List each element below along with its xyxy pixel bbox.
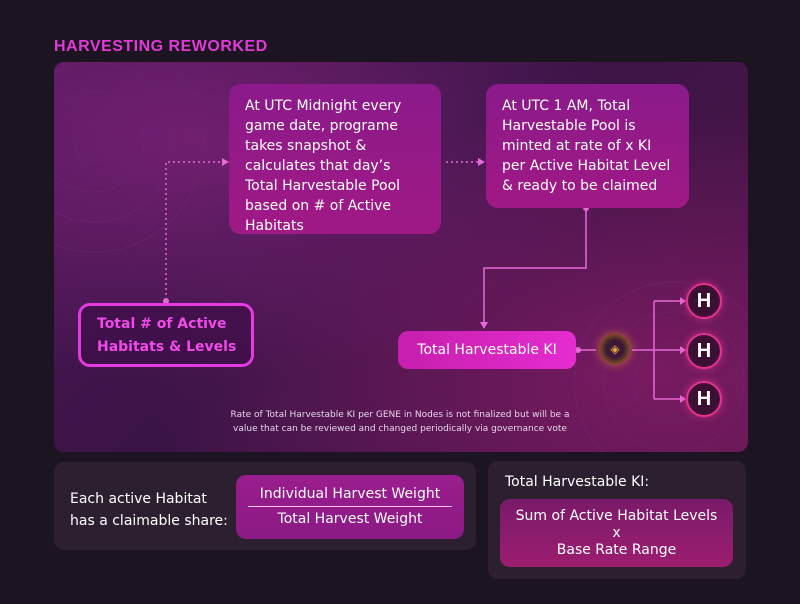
active-habitats-box: Total # of Active Habitats & Levels bbox=[78, 303, 254, 367]
governance-note: Rate of Total Harvestable KI per GENE in… bbox=[230, 410, 570, 434]
share-label: Each active Habitat has a claimable shar… bbox=[70, 491, 228, 529]
habitat-icon: H bbox=[686, 381, 722, 417]
formula-box: Sum of Active Habitat Levels x Base Rate… bbox=[500, 499, 733, 567]
formula-line-2: Base Rate Range bbox=[556, 542, 677, 558]
share-fraction: Individual Harvest Weight Total Harvest … bbox=[236, 475, 464, 539]
ki-coin-icon: ◈ bbox=[600, 334, 630, 364]
snapshot-step-box: At UTC Midnight every game date, program… bbox=[229, 84, 441, 234]
fraction-numerator: Individual Harvest Weight bbox=[259, 486, 441, 502]
habitat-icon: H bbox=[686, 283, 722, 319]
page-title: HARVESTING REWORKED bbox=[54, 38, 268, 55]
habitat-icon: H bbox=[686, 333, 722, 369]
background-decoration bbox=[54, 62, 748, 452]
fraction-line bbox=[248, 506, 452, 507]
total-harvestable-ki-pill: Total Harvestable KI bbox=[398, 331, 576, 369]
formula-operator: x bbox=[612, 525, 621, 541]
mint-step-box: At UTC 1 AM, Total Harvestable Pool is m… bbox=[486, 84, 689, 208]
formula-line-1: Sum of Active Habitat Levels bbox=[515, 508, 718, 524]
formula-label: Total Harvestable KI: bbox=[505, 474, 650, 490]
fraction-denominator: Total Harvest Weight bbox=[277, 511, 423, 527]
